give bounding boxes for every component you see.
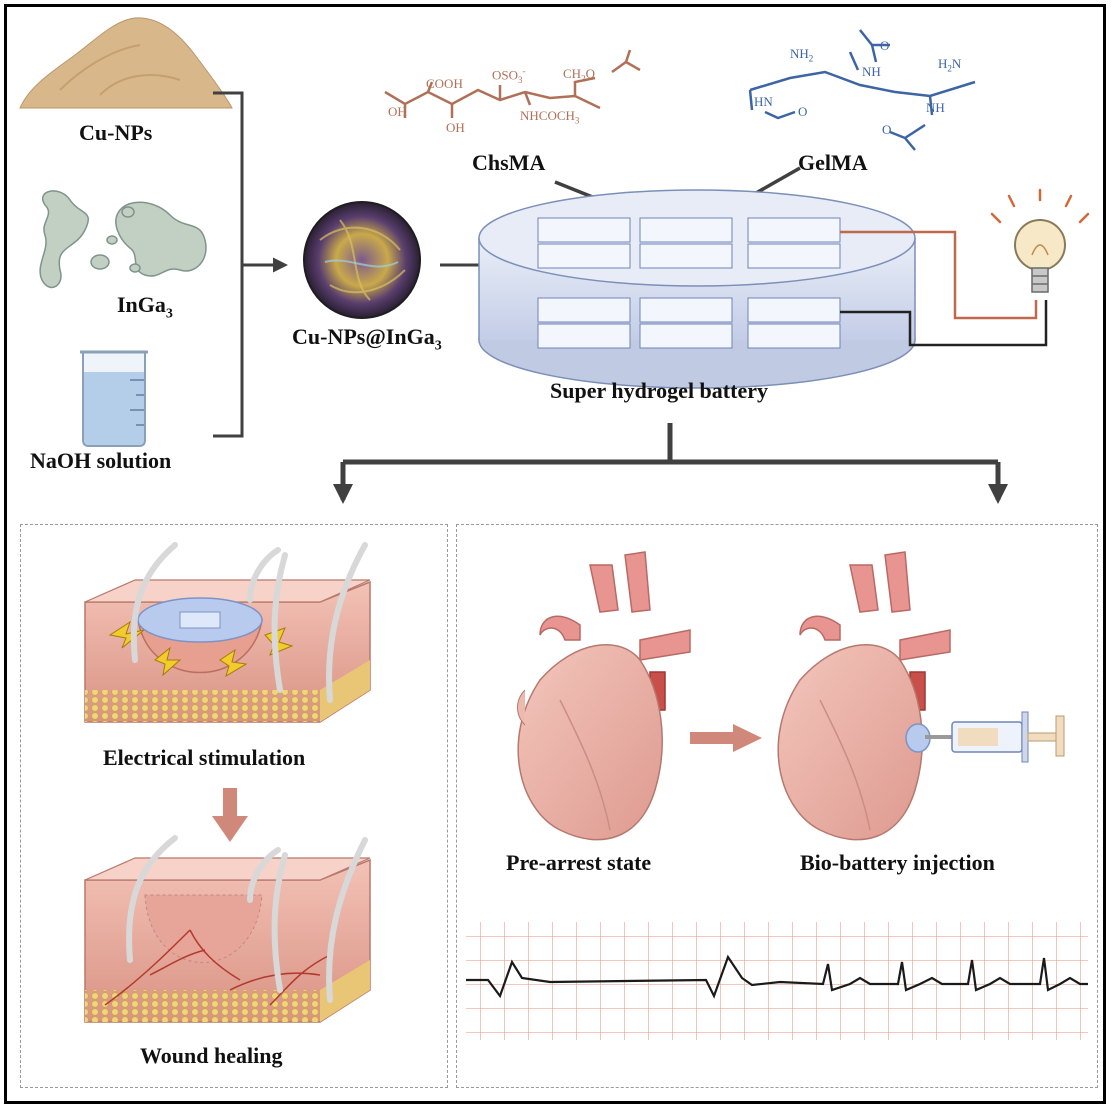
gelma-label: GelMA: [798, 150, 868, 175]
syringe-icon: [925, 711, 1065, 763]
pre-arrest-label: Pre-arrest state: [506, 850, 652, 875]
gelma-structure: [748, 29, 976, 151]
wound-panel: [20, 524, 448, 1088]
heart-arrowhead: [733, 724, 762, 752]
gelma-o-2: O: [798, 104, 808, 119]
chsma-cooh: COOH: [426, 76, 463, 91]
chsma-oso3: OSO3-: [492, 66, 526, 85]
battery-label: Super hydrogel battery: [550, 378, 768, 403]
chsma-ch2o: CH2O: [563, 66, 595, 84]
skin-wound-healing: [84, 835, 371, 1023]
chsma-oh-1: OH: [388, 104, 407, 119]
ecg-trace: [466, 922, 1088, 1040]
beaker-icon: [80, 350, 148, 447]
chsma-nhcoch3: NHCOCH3: [520, 108, 580, 126]
wound-healing-label: Wound healing: [140, 1043, 283, 1068]
inga3-label: InGa3: [117, 292, 173, 322]
heart-panel: [456, 524, 1098, 1088]
stage-arrowhead: [212, 816, 248, 842]
battery-cell-modules: [537, 217, 841, 349]
skin-electrical-stimulation: [84, 542, 371, 723]
chsma-oh-2: OH: [446, 120, 465, 135]
split-arrows: [333, 423, 1008, 504]
light-bulb-icon: [990, 188, 1090, 293]
chsma-structure: [384, 49, 641, 118]
cu-nps-label: Cu-NPs: [79, 120, 153, 145]
gelma-hn: HN: [754, 94, 773, 109]
gelma-h2n: H2N: [938, 56, 962, 74]
gelma-nh-2: NH: [926, 100, 945, 115]
naoh-label: NaOH solution: [30, 448, 172, 473]
liquid-metal-icon: [39, 190, 207, 289]
chsma-label: ChsMA: [472, 150, 546, 175]
heart-bio-battery: [777, 551, 951, 841]
heart-pre-arrest: [517, 551, 691, 841]
gelma-o-1: O: [880, 38, 890, 53]
battery-wires: [840, 230, 1048, 347]
composite-sphere: [303, 201, 421, 319]
bio-battery-injection-label: Bio-battery injection: [800, 850, 995, 875]
gelma-nh2: NH2: [790, 46, 814, 64]
gelma-nh-1: NH: [862, 64, 881, 79]
composite-label: Cu-NPs@InGa3: [292, 324, 442, 354]
cu-nps-powder-icon: [19, 17, 233, 109]
figure-frame: [4, 4, 1106, 1104]
electrical-stimulation-label: Electrical stimulation: [103, 745, 306, 770]
gelma-o-3: O: [882, 122, 892, 137]
